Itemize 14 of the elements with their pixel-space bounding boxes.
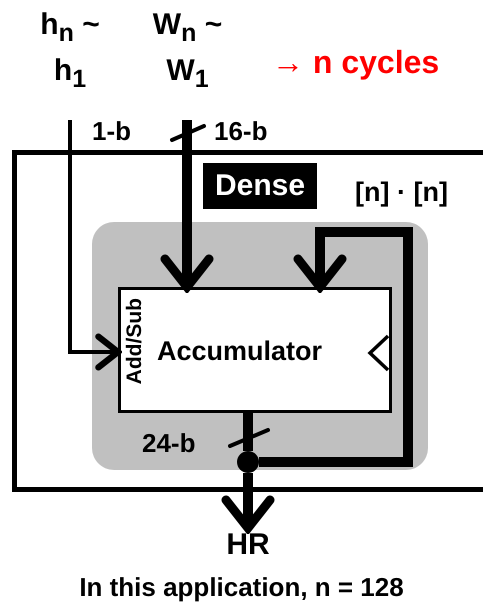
junction-dot — [237, 451, 259, 473]
accumulator-block — [118, 287, 392, 413]
output-label: HR — [203, 528, 293, 566]
layer-title: Dense — [203, 163, 318, 209]
layer-box — [12, 150, 483, 492]
note-text: → n cycles — [272, 44, 440, 81]
control-label: Add/Sub — [123, 298, 147, 384]
caption: In this application, n = 128 — [78, 572, 405, 603]
arrow — [222, 473, 274, 532]
size-label: [n] · [n] — [355, 177, 448, 208]
arrow — [68, 120, 122, 371]
block-label: Accumulator — [157, 336, 322, 367]
arrow — [259, 227, 413, 467]
arrow — [160, 120, 214, 292]
